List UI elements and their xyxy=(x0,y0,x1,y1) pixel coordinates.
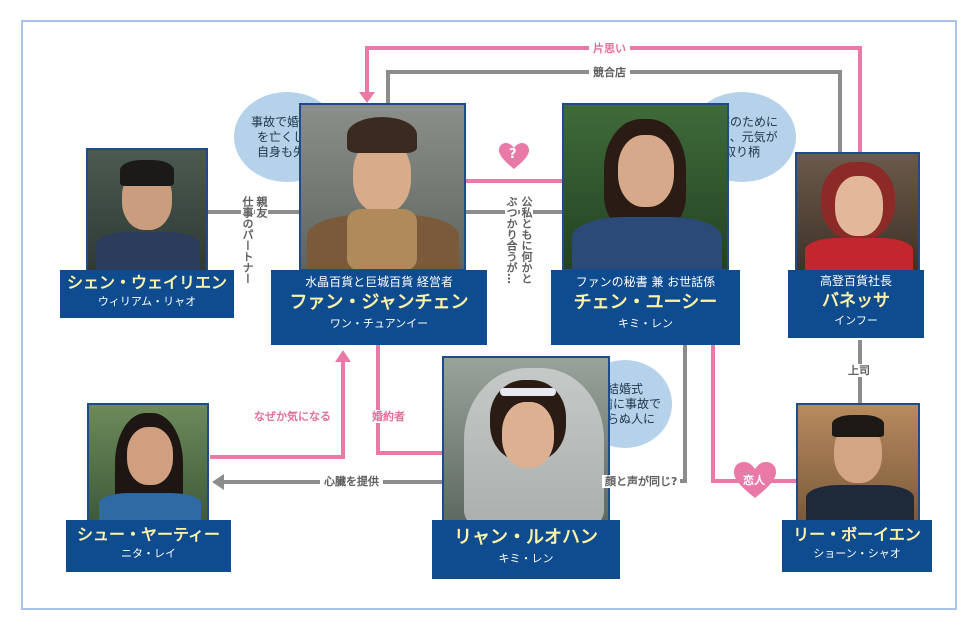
vanessa-plate: 高登百貨社長 バネッサ インフー xyxy=(788,270,924,338)
nazeka-line xyxy=(210,360,345,459)
shu-shirt xyxy=(99,493,201,521)
chen-photo xyxy=(562,103,729,271)
vanessa-face xyxy=(835,176,883,236)
shinyu-label: 親友 xyxy=(255,196,268,218)
butsukari-label: ぶつかり合うが… xyxy=(505,196,518,284)
shen-hair xyxy=(120,160,174,186)
shinzou-label: 心臓を提供 xyxy=(320,475,383,488)
shu-plate: シュー・ヤーティー ニタ・レイ xyxy=(66,520,231,572)
nazeka-label: なぜか気になる xyxy=(254,410,331,423)
konyakusha-line xyxy=(376,345,442,455)
liang-actor: キミ・レン xyxy=(498,552,554,565)
fan-photo xyxy=(299,103,466,271)
chen-role: ファンの秘書 兼 お世話係 xyxy=(575,275,716,289)
fan-role: 水晶百貨と巨城百貨 経営者 xyxy=(305,275,453,289)
chen-face xyxy=(618,135,674,207)
vanessa-name: バネッサ xyxy=(822,291,890,311)
joushi-label: 上司 xyxy=(845,364,873,377)
chen-actor: キミ・レン xyxy=(618,317,673,330)
liang-name: リャン・ルオハン xyxy=(454,527,598,548)
chen-name: チェン・ユーシー xyxy=(573,292,718,313)
shinzou-arrowhead xyxy=(212,474,224,490)
shen-suit xyxy=(96,232,200,270)
shu-photo xyxy=(87,403,209,523)
kyogoten-label: 競合店 xyxy=(589,66,630,79)
shen-plate: シェン・ウェイリエン ウィリアム・リャオ xyxy=(60,270,234,318)
question-heart-icon xyxy=(499,143,529,169)
liang-plate: リャン・ルオハン キミ・レン xyxy=(432,520,620,579)
shu-name: シュー・ヤーティー xyxy=(76,525,221,544)
vanessa-photo xyxy=(795,152,920,274)
liang-face xyxy=(502,402,554,468)
diagram-frame xyxy=(21,20,957,610)
koibito-heart-icon xyxy=(734,462,776,498)
fan-hair xyxy=(347,117,417,153)
fan-name: ファン・ジャンチェン xyxy=(289,292,469,313)
li-hair xyxy=(832,415,884,437)
li-suit xyxy=(806,485,914,521)
shen-actor: ウィリアム・リャオ xyxy=(97,295,197,308)
chen-plate: ファンの秘書 兼 お世話係 チェン・ユーシー キミ・レン xyxy=(551,270,740,345)
shu-actor: ニタ・レイ xyxy=(121,547,176,560)
liang-photo xyxy=(442,356,610,522)
nazeka-arrowhead xyxy=(335,350,351,362)
shu-face xyxy=(127,427,173,485)
vanessa-role: 高登百貨社長 xyxy=(819,274,892,288)
fan-actor: ワン・チュアンイー xyxy=(329,317,429,330)
koibito-line xyxy=(711,345,796,483)
kao-label: 顔と声が同じ? xyxy=(602,475,681,488)
question-mark: ? xyxy=(509,147,517,162)
vanessa-top xyxy=(805,238,913,272)
vanessa-actor: インフー xyxy=(834,314,878,327)
liang-tiara xyxy=(500,388,556,396)
chen-jacket xyxy=(572,217,722,269)
koibito-label: 恋人 xyxy=(743,474,765,487)
koushi-label: 公私ともに何かと xyxy=(520,196,533,284)
shen-name: シェン・ウェイリエン xyxy=(66,273,227,292)
li-name: リー・ボーイエン xyxy=(793,525,921,544)
partner-label: 仕事のパートナー xyxy=(241,196,254,284)
li-photo xyxy=(796,403,920,523)
fan-plate: 水晶百貨と巨城百貨 経営者 ファン・ジャンチェン ワン・チュアンイー xyxy=(271,270,487,345)
konyakusha-label: 婚約者 xyxy=(370,410,407,423)
fan-scarf xyxy=(347,209,417,269)
kataomoi-arrowhead xyxy=(359,92,375,103)
li-actor: ショーン・シャオ xyxy=(813,547,901,560)
li-plate: リー・ボーイエン ショーン・シャオ xyxy=(782,520,932,572)
shen-photo xyxy=(86,148,208,272)
kataomoi-label: 片思い xyxy=(589,42,630,55)
